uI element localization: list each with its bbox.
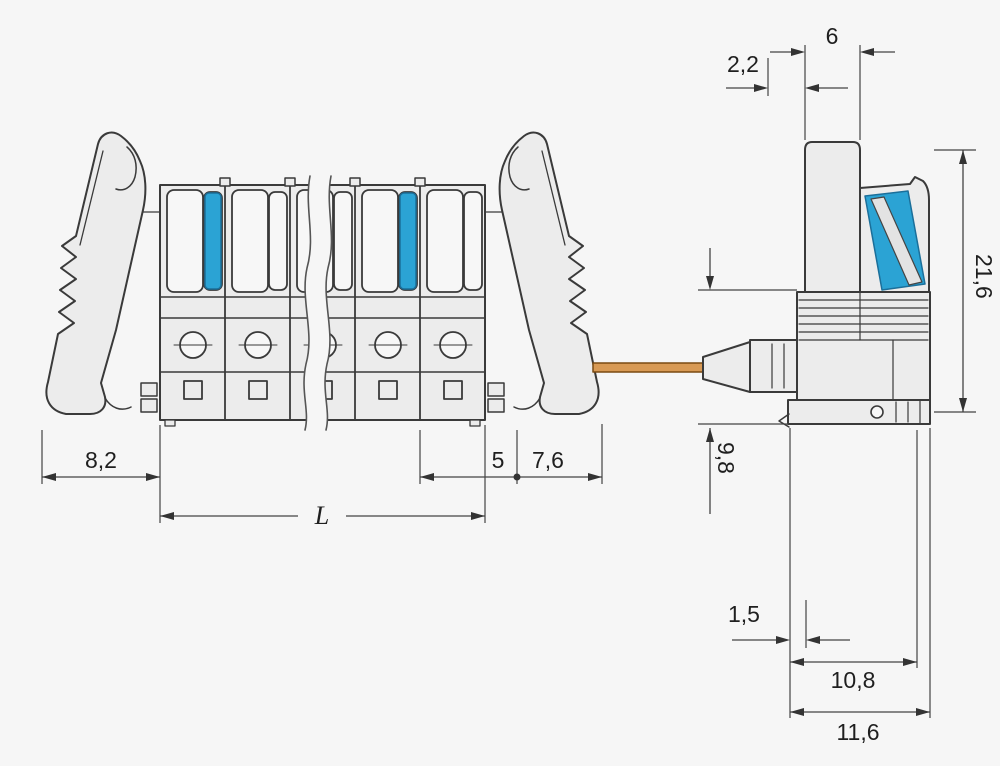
dim-label-length: L — [314, 501, 329, 530]
top-notch — [414, 177, 426, 187]
contact-slot-narrow — [333, 191, 353, 291]
top-notches — [219, 177, 426, 187]
contact-slot-narrow — [268, 191, 288, 291]
clamp-outline — [45, 131, 147, 415]
dim-label-side-bottom-outer: 11,6 — [836, 719, 879, 745]
bottom-tab — [469, 419, 481, 427]
dim-label-side-bottom-inner: 10,8 — [831, 667, 876, 693]
latch-detail — [140, 398, 158, 413]
connector-body-side — [796, 291, 931, 401]
contact-slot-narrow — [463, 191, 483, 291]
dim-label-side-lower: 9,8 — [713, 442, 739, 474]
body-detail-lines — [859, 291, 894, 401]
dim-label-pitch: 5 — [492, 447, 505, 473]
front-view — [45, 131, 600, 431]
dim-label-side-bottom-left: 1,5 — [728, 601, 760, 627]
contact-slot-wide — [231, 189, 269, 293]
dim-label-front-left: 8,2 — [85, 447, 117, 473]
top-notch — [349, 177, 361, 187]
contact-slot-wide — [426, 189, 464, 293]
break-line-right — [324, 175, 333, 431]
mounting-foot — [787, 399, 931, 425]
contact-slot-wide — [166, 189, 204, 293]
dimension-lines — [42, 51, 964, 713]
top-notch — [219, 177, 231, 187]
dim-label-side-top-left: 2,2 — [727, 51, 759, 77]
extension-lines — [41, 45, 976, 718]
wire-entry-square — [443, 380, 463, 400]
clamp-hook-curl — [115, 146, 137, 191]
dimensioning: 8,2 5 7,6 L 2,2 6 21,6 9,8 1,5 10,8 11,6 — [41, 23, 997, 745]
foot-hole — [870, 405, 884, 419]
contact-slot-wide — [361, 189, 399, 293]
spring-lever — [870, 196, 923, 286]
clamp-arm-line — [79, 150, 104, 246]
wire-entry-square — [378, 380, 398, 400]
latch-detail — [140, 382, 158, 397]
wire-pin — [592, 362, 706, 373]
dim-label-side-top: 6 — [826, 23, 839, 49]
wire-funnel-cone — [702, 341, 751, 393]
clamp-foot-curl — [104, 397, 132, 410]
dimension-dot — [513, 473, 521, 481]
wire-entry-square — [183, 380, 203, 400]
side-view — [592, 141, 931, 428]
foot-hook — [778, 413, 790, 428]
blue-spring-insert — [204, 192, 222, 290]
bottom-tab — [164, 419, 176, 427]
mounting-clamp-left — [45, 131, 161, 415]
funnel-collar — [749, 339, 798, 393]
funnel-inner-lines — [771, 343, 785, 389]
mounting-clamp-right — [484, 131, 600, 415]
pole-divider-lines — [224, 184, 421, 421]
foot-ticks — [895, 399, 921, 425]
body-comb-lines — [798, 299, 929, 341]
dim-label-side-height: 21,6 — [971, 254, 997, 299]
blue-spring-insert — [399, 192, 417, 290]
wire-entry-square — [248, 380, 268, 400]
top-notch — [284, 177, 296, 187]
dim-label-front-right: 7,6 — [532, 447, 564, 473]
break-line-left — [303, 175, 312, 431]
latch-tower — [804, 141, 861, 293]
